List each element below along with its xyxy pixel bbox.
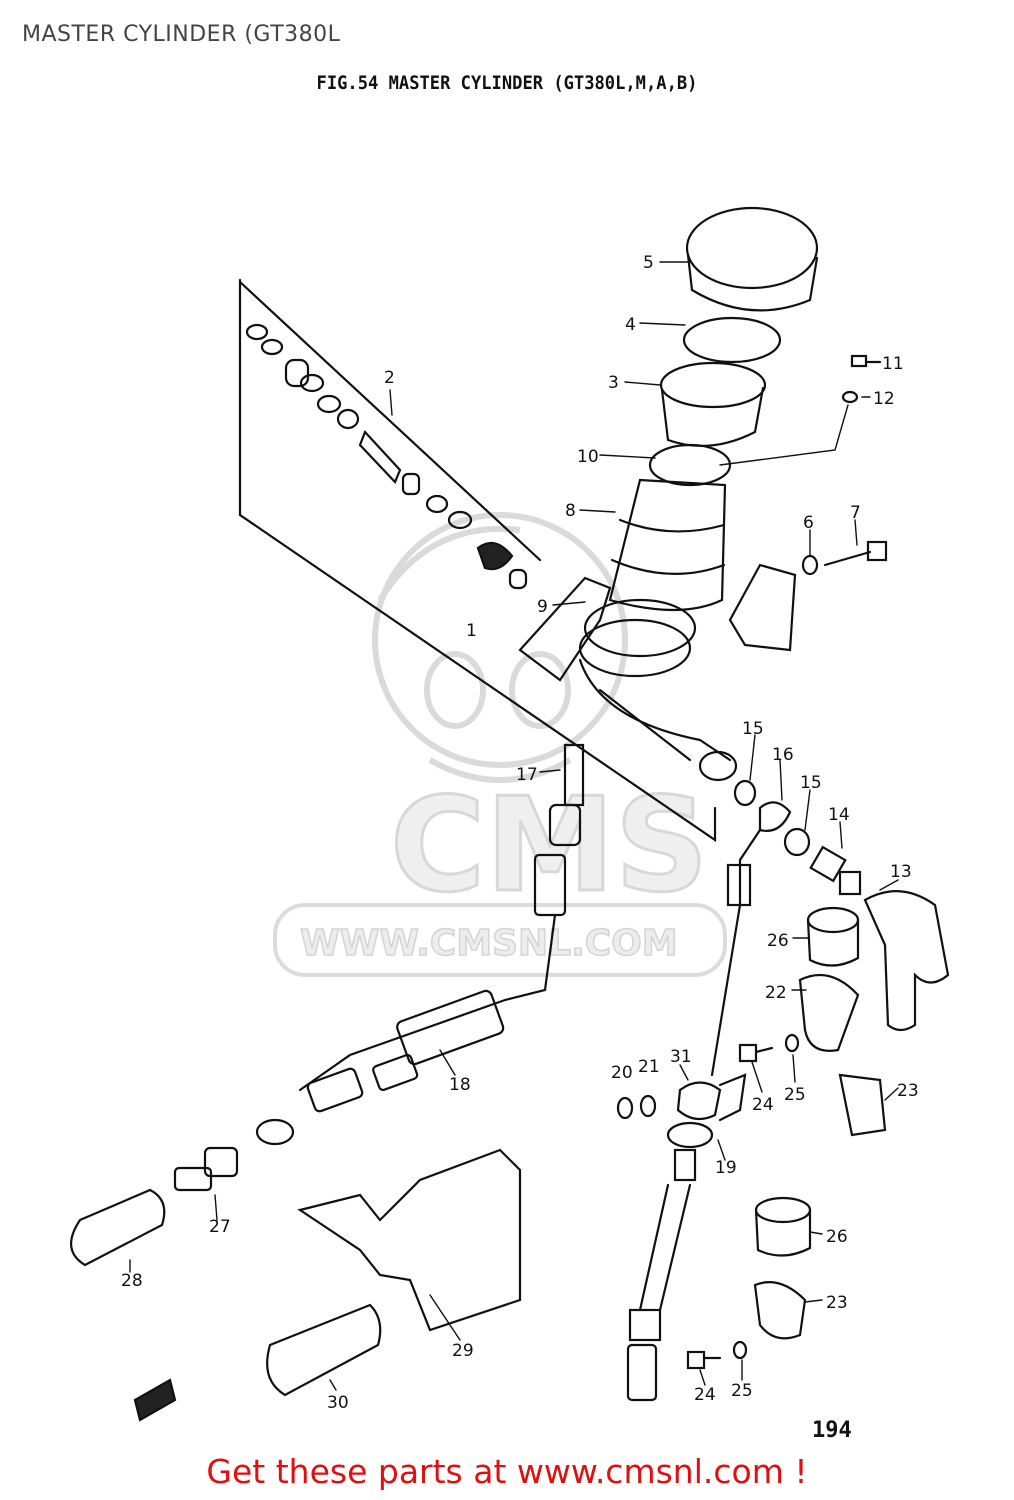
watermark-mascot-icon: [372, 512, 628, 783]
brake-hose-joint: [666, 1073, 747, 1149]
seal-ring: [583, 598, 697, 658]
leader-lines: [129, 261, 899, 1391]
washer: [841, 390, 859, 404]
part-label: 9: [537, 597, 548, 617]
part-label: 4: [625, 315, 636, 335]
banjo-fitting: [758, 801, 792, 832]
washer-25-lower: [732, 1340, 748, 1360]
part-label: 31: [670, 1047, 692, 1067]
part-label: 26: [826, 1227, 848, 1247]
part-label: 21: [638, 1057, 660, 1077]
cta-link[interactable]: Get these parts at www.cmsnl.com !: [206, 1452, 808, 1491]
diaphragm: [659, 361, 767, 448]
part-label: 5: [643, 253, 654, 273]
watermark-url: WWW.CMSNL.COM: [300, 923, 678, 964]
part-label: 18: [449, 1075, 471, 1095]
clamp-washer: [801, 554, 819, 576]
bolt-24-lower: [686, 1350, 722, 1370]
hose-lower-fitting: [626, 1148, 697, 1402]
handlebar-clamp: [728, 563, 797, 652]
part-label: 6: [803, 513, 814, 533]
hose-upper: [298, 913, 557, 1092]
part-label: 28: [121, 1271, 143, 1291]
part-label: 23: [826, 1293, 848, 1313]
grommet-upper: [806, 906, 860, 967]
part-label: 24: [752, 1095, 774, 1115]
figure-title: FIG.54 MASTER CYLINDER (GT380L,M,A,B): [316, 72, 698, 94]
clamp-23-upper: [838, 1073, 887, 1137]
hose-upper-fitting: [533, 743, 585, 917]
part-label: 7: [850, 503, 861, 523]
banjo-washer-lower: [783, 827, 811, 857]
boot-28: [70, 1188, 166, 1267]
master-cylinder-body: [518, 576, 738, 782]
mounting-bracket: [297, 1148, 522, 1332]
part-label: 23: [897, 1081, 919, 1101]
grommet-lower: [754, 1196, 812, 1257]
part-label: 25: [784, 1085, 806, 1105]
part-label: 12: [873, 389, 895, 409]
hose-eye: [255, 1118, 295, 1146]
washer-21: [639, 1094, 657, 1118]
part-label: 25: [731, 1381, 753, 1401]
screw: [850, 354, 882, 368]
clamp-23-lower: [753, 1281, 807, 1340]
union-fitting: [173, 1146, 239, 1192]
part-label: 19: [715, 1158, 737, 1178]
sleeve-30: [266, 1303, 382, 1397]
watermark: CMS WWW.CMSNL.COM: [273, 512, 727, 977]
hose-clamp: [798, 973, 860, 1052]
part-label: 8: [565, 501, 576, 521]
hose-lower: [710, 828, 762, 1077]
clamp-bolt: [823, 540, 888, 567]
part-label: 16: [772, 745, 794, 765]
repair-kit-bracket: [238, 278, 717, 843]
part-label: 27: [209, 1217, 231, 1237]
part-label: 29: [452, 1341, 474, 1361]
banjo-washer-upper: [733, 779, 757, 807]
part-label: 22: [765, 983, 787, 1003]
piston-kit-parts: [245, 323, 528, 590]
part-label: 3: [608, 373, 619, 393]
watermark-brand: CMS: [390, 769, 708, 921]
part-label: 10: [577, 447, 599, 467]
washer-20: [616, 1096, 634, 1120]
brake-lamp-switch-boot: [863, 890, 950, 1032]
part-label: 30: [327, 1393, 349, 1413]
union-bolt: [809, 845, 862, 896]
part-label: 15: [742, 719, 764, 739]
figure-page-number: 194: [812, 1418, 852, 1443]
hose-sleeve: [396, 989, 505, 1066]
part-label: 24: [694, 1385, 716, 1405]
part-label: 1: [466, 621, 477, 641]
part-label: 2: [384, 368, 395, 388]
part-label: 14: [828, 805, 850, 825]
reservoir-plate: [648, 443, 732, 487]
part-label: 20: [611, 1063, 633, 1083]
part-label: 11: [882, 354, 904, 374]
page-title: MASTER CYLINDER (GT380L: [22, 22, 341, 47]
part-label: 17: [516, 765, 538, 785]
bolt-24-upper: [738, 1043, 774, 1063]
washer-25-upper: [784, 1033, 800, 1053]
reservoir: [608, 478, 727, 612]
part-label: 26: [767, 931, 789, 951]
reservoir-cap: [685, 206, 819, 312]
part-labels: 5 4 3 10 8 9 2 1 11 12 6 7 15 16 15 14 1…: [121, 253, 919, 1413]
front-arrow-icon: [133, 1378, 177, 1422]
part-label: 15: [800, 773, 822, 793]
cap-ring: [682, 316, 782, 364]
part-label: 13: [890, 862, 912, 882]
